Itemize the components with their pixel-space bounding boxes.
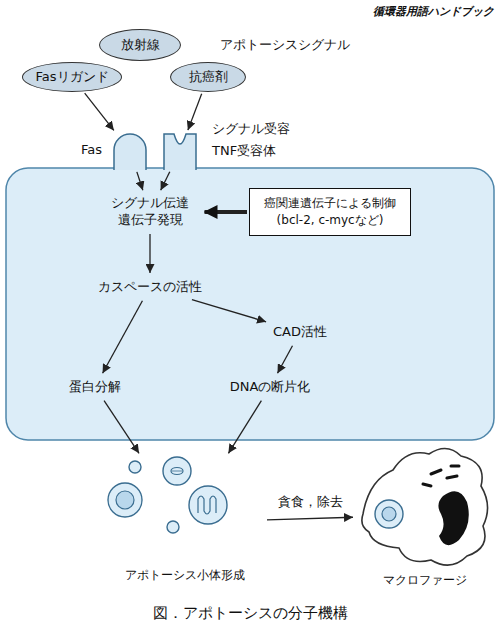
connector-arrow [192, 300, 266, 322]
node-text: カスペースの活性 [98, 278, 202, 296]
node-text: DNAの断片化 [230, 378, 311, 396]
node-text: マクロファージ [355, 572, 495, 589]
connector-arrow [85, 93, 114, 130]
node-text: TNF受容体 [212, 142, 276, 160]
node-text: Fas [81, 142, 102, 157]
node-text: CAD活性 [273, 323, 327, 341]
connector-arrow [104, 401, 139, 454]
macrophage: マクロファージ [355, 440, 495, 590]
connector-arrow [161, 172, 170, 191]
signal-ellipse: 放射線 [99, 29, 181, 61]
fas-receptor-shape [112, 132, 148, 170]
node-text: 蛋白分解 [69, 378, 121, 396]
annotation-label: アポトーシスシグナル [220, 36, 350, 54]
node-text: アポトーシス小体形成 [105, 567, 265, 584]
connector-arrow [267, 517, 353, 520]
figure-caption: 図．アポトーシスの分子機構 [0, 604, 500, 623]
connector-arrow [103, 301, 143, 373]
connector-arrow [137, 172, 143, 190]
annotation-label: シグナル受容 [212, 120, 290, 138]
tnf-receptor-shape [162, 132, 198, 170]
node-text: シグナル伝達 遺伝子発現 [103, 195, 198, 229]
process-label: CAD活性 [268, 320, 332, 344]
connector-arrow [188, 94, 202, 130]
process-box: 癌関連遺伝子による制御 (bcl-2, c-mycなど) [249, 188, 411, 237]
signal-ellipse: 抗癌剤 [170, 62, 246, 92]
book-title: 循環器用語ハンドブック [373, 4, 494, 19]
process-label: 蛋白分解 [64, 375, 126, 399]
process-label: シグナル伝達 遺伝子発現 [98, 192, 203, 232]
macrophage-shape [355, 440, 495, 590]
node-text: 抗癌剤 [189, 68, 228, 86]
cell-body [6, 168, 494, 440]
connector-arrow [228, 401, 261, 454]
fas-receptor: Fas [112, 132, 148, 170]
process-label: DNAの断片化 [225, 375, 316, 399]
signal-ellipse: Fasリガンド [22, 62, 122, 92]
process-label: カスペースの活性 [93, 275, 207, 299]
apoptotic-body-group: アポトーシス小体形成 [105, 455, 265, 590]
connector-arrow [277, 346, 292, 373]
node-text: Fasリガンド [35, 68, 108, 86]
node-text: 放射線 [121, 36, 160, 54]
connector-arrow [149, 234, 150, 273]
edge-label: 貪食，除去 [276, 493, 345, 511]
node-text: 癌関連遺伝子による制御 (bcl-2, c-mycなど) [258, 195, 402, 230]
thick-arrow [205, 210, 248, 214]
tnf-receptor: TNF受容体 [162, 132, 198, 170]
